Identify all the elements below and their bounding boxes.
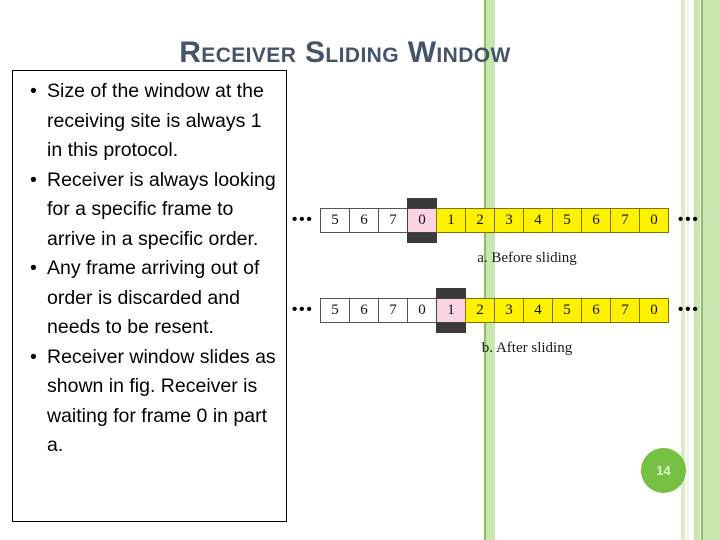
frame-cell: 0 xyxy=(407,298,437,323)
frame-cell: 3 xyxy=(494,208,524,233)
ellipsis-right: ••• xyxy=(678,211,700,228)
decor-stripe-3 xyxy=(687,0,689,540)
frame-cell: 4 xyxy=(523,208,553,233)
frame-cell: 7 xyxy=(378,298,408,323)
frame-cell: 6 xyxy=(349,298,379,323)
bullet-marker-icon: • xyxy=(30,257,37,279)
bullet-item: • Receiver window slides as shown in fig.… xyxy=(13,343,282,461)
decor-stripe-4 xyxy=(694,0,700,540)
frame-cell: 0 xyxy=(407,208,437,233)
frame-cell: 7 xyxy=(378,208,408,233)
ellipsis-left: ••• xyxy=(292,301,314,318)
bullet-text: Receiver is always looking for a specifi… xyxy=(47,168,276,250)
diagram-caption: b. After sliding xyxy=(481,340,573,356)
bullet-marker-icon: • xyxy=(30,345,37,368)
frame-cell: 0 xyxy=(639,298,669,323)
page-title: Receiver Sliding Window xyxy=(179,36,511,69)
page-number-badge: 14 xyxy=(641,448,686,493)
bullet-text: Any frame arriving out of order is disca… xyxy=(47,257,260,338)
frame-cell: 5 xyxy=(320,298,350,323)
frame-cell: 6 xyxy=(349,208,379,233)
frame-cell: 1 xyxy=(436,298,466,323)
frame-cell: 7 xyxy=(610,208,640,233)
frame-cell: 6 xyxy=(581,298,611,323)
bullet-item: • Receiver is always looking for a specif… xyxy=(13,166,282,255)
bullet-item: • Any frame arriving out of order is disc… xyxy=(13,254,282,343)
frame-cell: 0 xyxy=(639,208,669,233)
frame-cell: 6 xyxy=(581,208,611,233)
bullet-marker-icon: • xyxy=(30,80,37,102)
frame-cell: 7 xyxy=(610,298,640,323)
frame-cell: 5 xyxy=(552,298,582,323)
bullet-text-box: • Size of the window at the receiving sit… xyxy=(12,70,287,522)
decor-stripe-5 xyxy=(701,0,703,540)
decor-stripe-6 xyxy=(703,0,720,540)
bullet-item: • Size of the window at the receiving sit… xyxy=(13,77,282,166)
ellipsis-right: ••• xyxy=(678,301,700,318)
bullet-text: Size of the window at the receiving site… xyxy=(47,80,264,161)
diagram-caption: a. Before sliding xyxy=(477,250,577,266)
frame-cell: 5 xyxy=(552,208,582,233)
bullet-text: Receiver window slides as shown in fig. … xyxy=(47,345,276,457)
frame-cell: 2 xyxy=(465,208,495,233)
frame-cell: 1 xyxy=(436,208,466,233)
frame-cell: 4 xyxy=(523,298,553,323)
decor-stripe-2 xyxy=(681,0,685,540)
frame-cell: 3 xyxy=(494,298,524,323)
frame-cell: 5 xyxy=(320,208,350,233)
decor-stripe-1 xyxy=(486,0,495,540)
ellipsis-left: ••• xyxy=(292,211,314,228)
bullet-list: • Size of the window at the receiving sit… xyxy=(13,77,282,461)
bullet-marker-icon: • xyxy=(30,168,37,191)
frame-cell: 2 xyxy=(465,298,495,323)
decor-stripe-0 xyxy=(484,0,486,540)
